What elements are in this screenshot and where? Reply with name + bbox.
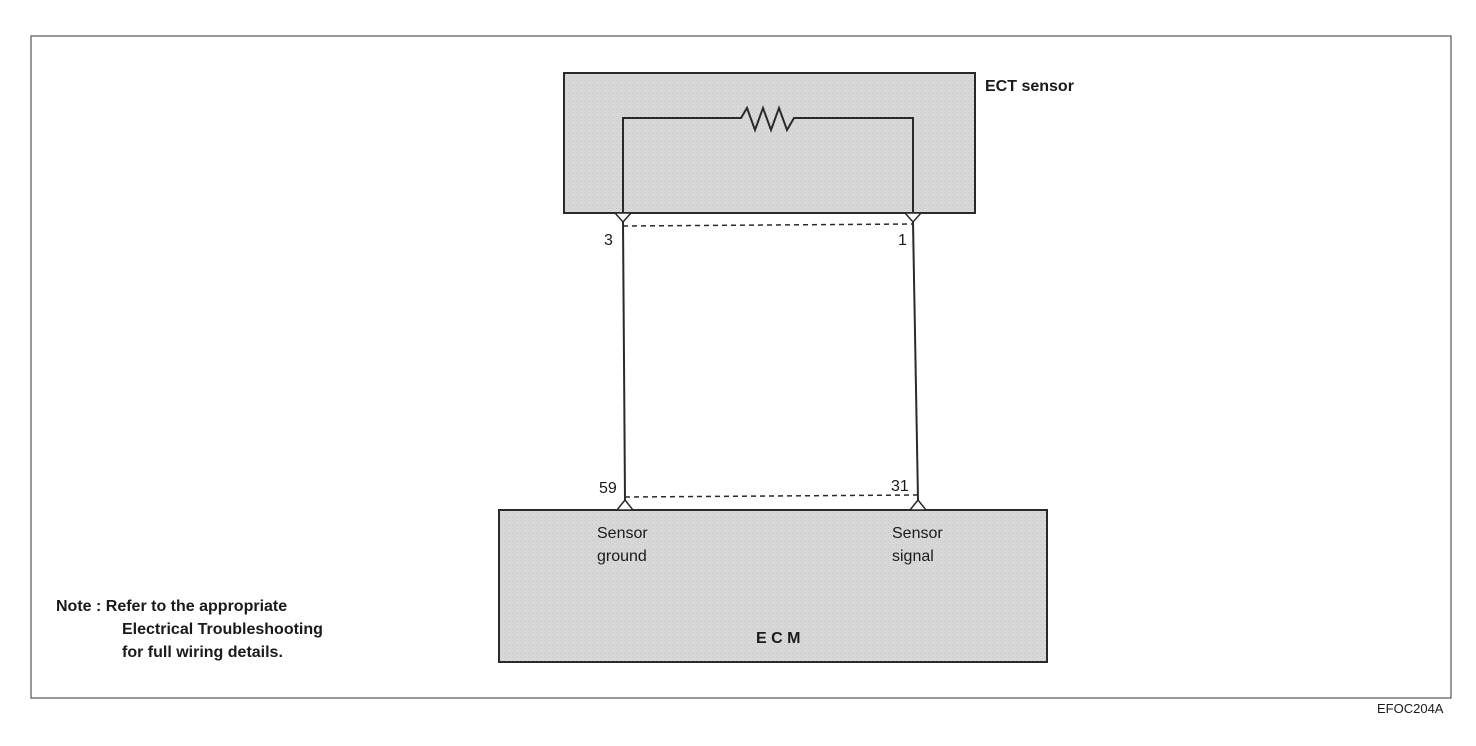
sensor-connector-dashed [622, 223, 914, 227]
ecm-terminal-ground-line1: Sensor [597, 525, 648, 542]
ecm-connector-pin-59 [615, 498, 635, 511]
pin-label-1: 1 [898, 232, 907, 249]
figure-code: EFOC204A [1377, 701, 1444, 716]
diagram-frame [30, 35, 1452, 699]
pin-label-31: 31 [891, 478, 909, 495]
ecm-connector-pin-31 [908, 498, 928, 511]
note-line-2: Electrical Troubleshooting [122, 621, 323, 638]
wire-signal [912, 221, 919, 501]
ecm-terminal-signal-line2: signal [892, 548, 934, 565]
ecm-label: E C M [756, 630, 800, 647]
ecm-terminal-ground-line2: ground [597, 548, 647, 565]
ecm-connector-dashed [624, 494, 919, 498]
ecm-box [498, 509, 1048, 663]
note-line-1: Note : Refer to the appropriate [56, 598, 287, 615]
note-line-3: for full wiring details. [122, 644, 283, 661]
sensor-connector-pin-1 [903, 212, 923, 224]
sensor-connector-pin-3 [613, 212, 633, 224]
wire-ground [622, 221, 626, 501]
pin-label-59: 59 [599, 480, 617, 497]
ect-sensor-box [563, 72, 976, 214]
ect-sensor-label: ECT sensor [985, 78, 1074, 95]
pin-label-3: 3 [604, 232, 613, 249]
ecm-terminal-signal-line1: Sensor [892, 525, 943, 542]
sensor-internal-circuit [622, 105, 914, 213]
